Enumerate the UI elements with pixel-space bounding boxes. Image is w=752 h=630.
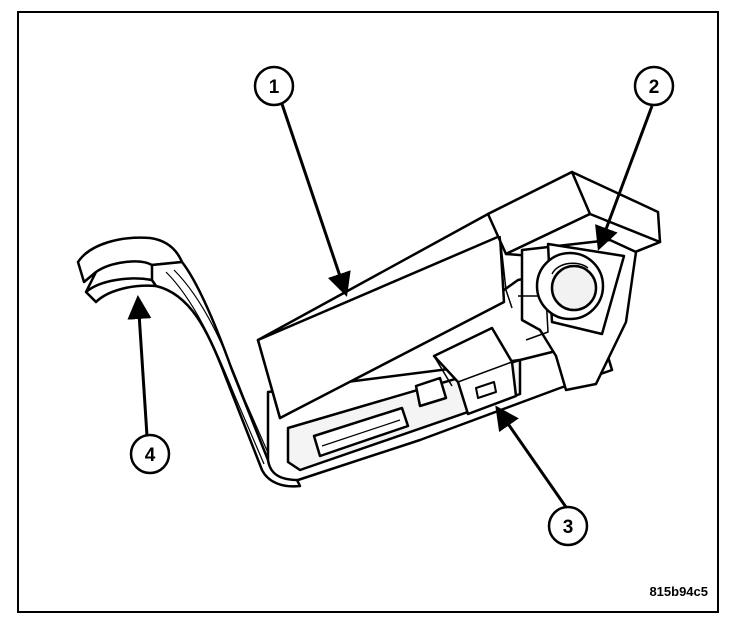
leader-arrow-3 (495, 405, 570, 511)
mounting-bracket (76, 236, 302, 488)
leader-arrow-4 (127, 295, 152, 437)
callout-2: 2 (633, 65, 675, 107)
callout-number-4: 4 (145, 445, 156, 466)
leader-arrow-1 (280, 103, 351, 297)
bolt-head (535, 251, 605, 321)
callout-1: 1 (253, 65, 295, 107)
electrical-connector (432, 326, 518, 416)
callout-3: 3 (547, 505, 589, 547)
callout-4: 4 (129, 433, 171, 475)
callout-number-2: 2 (649, 77, 660, 98)
callout-number-3: 3 (563, 517, 574, 538)
reference-code: 815b94c5 (649, 584, 708, 599)
leader-arrows (127, 103, 654, 511)
leader-arrow-2 (595, 105, 654, 251)
callout-number-1: 1 (269, 77, 280, 98)
